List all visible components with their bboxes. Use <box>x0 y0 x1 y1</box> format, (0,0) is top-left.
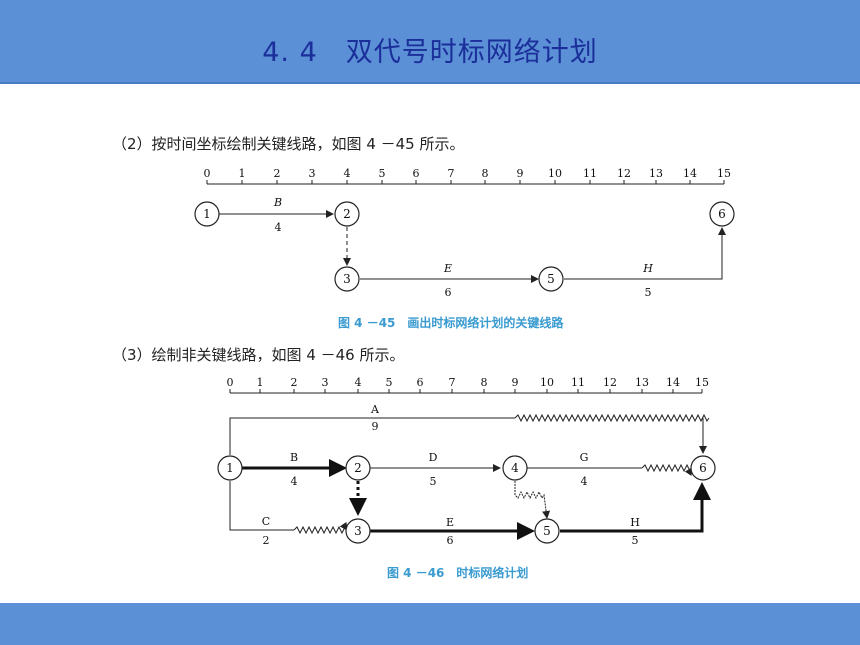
tick-label: 10 <box>540 376 554 389</box>
tick-label: 13 <box>649 167 663 180</box>
node-label: 1 <box>203 207 211 221</box>
dummy-4-5 <box>514 481 551 519</box>
tick-label: 0 <box>227 376 234 389</box>
activity-duration-H: 5 <box>632 534 639 547</box>
activity-label-B: B <box>290 451 298 464</box>
activity-duration-G: 4 <box>581 475 588 488</box>
activity-duration-E: 6 <box>445 286 452 299</box>
figure-4-45: 0 1 2 3 4 5 6 7 8 9 10 11 12 13 14 15 B … <box>194 167 735 299</box>
activity-duration-D: 5 <box>430 475 437 488</box>
node-label: 6 <box>699 461 707 475</box>
figure-4-45-caption: 图 4 －45 画出时标网络计划的关键线路 <box>338 316 564 330</box>
tick-label: 6 <box>413 167 420 180</box>
tick-label: 12 <box>603 376 617 389</box>
activity-duration-H: 5 <box>645 286 652 299</box>
step2-text: （2）按时间坐标绘制关键线路，如图 4 －45 所示。 <box>112 135 465 153</box>
tick-label: 15 <box>695 376 709 389</box>
slide-title: 4. 4 双代号时标网络计划 <box>262 37 598 68</box>
tick-label: 8 <box>481 376 488 389</box>
arrow-A <box>229 417 515 455</box>
tick-label: 1 <box>239 167 246 180</box>
arrow-C <box>229 481 294 531</box>
tick-label: 2 <box>291 376 298 389</box>
node-circle <box>334 266 360 292</box>
tick-label: 14 <box>666 376 680 389</box>
node-circle <box>194 201 220 227</box>
node-label: 5 <box>547 272 555 286</box>
tick-label: 9 <box>512 376 519 389</box>
node-circle <box>538 266 564 292</box>
node-circle <box>502 455 528 481</box>
activity-duration-E: 6 <box>447 534 454 547</box>
tick-label: 10 <box>548 167 562 180</box>
node-circle <box>217 455 243 481</box>
activity-label-B: B <box>273 196 282 209</box>
tick-label: 11 <box>583 167 597 180</box>
step3-text: （3）绘制非关键线路，如图 4 －46 所示。 <box>112 346 405 364</box>
activity-duration-A: 9 <box>372 420 379 433</box>
figure-4-46-caption: 图 4 －46 时标网络计划 <box>387 566 529 580</box>
activity-label-D: D <box>429 451 438 464</box>
node-label: 6 <box>718 207 726 221</box>
node-label: 2 <box>343 207 351 221</box>
tick-label: 3 <box>309 167 316 180</box>
activity-duration-B: 4 <box>275 221 282 234</box>
tick-label: 7 <box>448 167 455 180</box>
arrow-H <box>560 482 711 533</box>
free-float-A <box>514 413 710 423</box>
tick-label: 7 <box>449 376 456 389</box>
node-label: 5 <box>543 524 551 538</box>
tick-label: 12 <box>617 167 631 180</box>
tick-label: 5 <box>386 376 393 389</box>
free-float-G <box>641 463 693 477</box>
tick-label: 9 <box>517 167 524 180</box>
activity-label-E: E <box>446 516 454 529</box>
node-circle <box>534 518 560 544</box>
activity-label-C: C <box>262 515 270 528</box>
node-label: 3 <box>343 272 351 286</box>
tick-label: 15 <box>717 167 731 180</box>
activity-duration-C: 2 <box>263 534 270 547</box>
tick-label: 6 <box>417 376 424 389</box>
activity-label-H: H <box>642 262 653 275</box>
timescale-ticks-45 <box>206 180 725 184</box>
tick-label: 3 <box>322 376 329 389</box>
node-circle <box>690 455 716 481</box>
tick-label: 4 <box>344 167 351 180</box>
top-banner <box>0 0 860 84</box>
arrow-H <box>564 227 726 280</box>
timescale-ticks-46 <box>229 389 703 393</box>
tick-label: 13 <box>635 376 649 389</box>
node-circle <box>345 518 371 544</box>
node-circle <box>709 201 735 227</box>
tick-label: 4 <box>355 376 362 389</box>
node-label: 2 <box>354 461 362 475</box>
node-label: 3 <box>354 524 362 538</box>
activity-label-E: E <box>443 262 452 275</box>
activity-label-H: H <box>630 516 640 529</box>
tick-label: 5 <box>379 167 386 180</box>
tick-label: 8 <box>482 167 489 180</box>
figure-4-46: 0 1 2 3 4 5 6 7 8 9 10 11 12 13 14 15 A … <box>217 376 716 547</box>
node-circle <box>334 201 360 227</box>
tick-label: 2 <box>274 167 281 180</box>
activity-label-G: G <box>580 451 589 464</box>
bottom-banner <box>0 603 860 645</box>
node-label: 4 <box>511 461 519 475</box>
free-float-C <box>293 521 348 535</box>
activity-label-A: A <box>370 403 380 416</box>
node-label: 1 <box>226 461 234 475</box>
activity-duration-B: 4 <box>291 475 298 488</box>
tick-label: 1 <box>257 376 264 389</box>
tick-label: 11 <box>571 376 585 389</box>
tick-label: 0 <box>204 167 211 180</box>
node-circle <box>345 455 371 481</box>
tick-label: 14 <box>683 167 697 180</box>
